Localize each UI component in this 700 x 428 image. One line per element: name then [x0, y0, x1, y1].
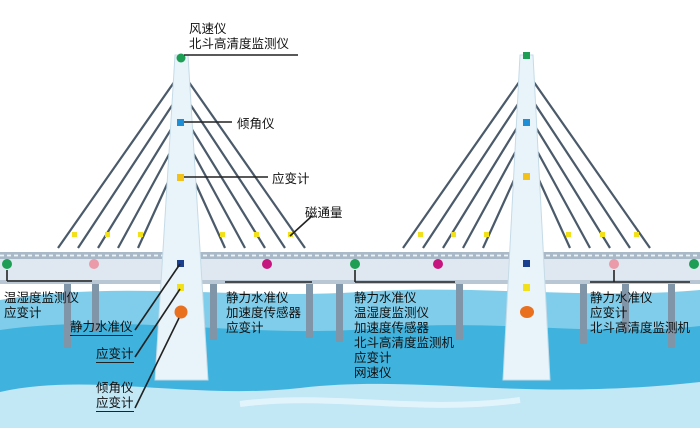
label-tilt: 倾角仪: [237, 116, 275, 131]
pier: [210, 282, 217, 340]
water-highlight-2: [239, 397, 521, 408]
wind-sensor-right: [523, 52, 530, 59]
strain-sensor-right-low: [523, 284, 530, 291]
water-highlight: [0, 382, 700, 428]
label-magnetic-flux: 磁通量: [305, 205, 343, 220]
piers: [64, 282, 675, 348]
label-mid-left: 静力水准仪 加速度传感器 应变计: [226, 290, 301, 335]
label-level: 静力水准仪: [226, 290, 289, 305]
level-sensor-left: [177, 260, 184, 267]
label-tower-top: 风速仪 北斗高清度监测仪: [189, 21, 289, 51]
label-mid-center: 静力水准仪 温湿度监测仪 加速度传感器 北斗高清度监测机 应变计 网速仪: [354, 290, 454, 380]
label-strain: 应变计: [354, 350, 392, 365]
pier: [580, 282, 587, 344]
label-beidou-machine: 北斗高清度监测机: [354, 335, 455, 350]
label-accelerometer: 加速度传感器: [226, 305, 302, 320]
label-tower-low-strain: 应变计: [96, 346, 134, 363]
label-level: 静力水准仪: [354, 290, 417, 305]
label-right-deck: 静力水准仪 应变计 北斗高清度监测机: [590, 290, 690, 335]
deck-sensor-pink: [609, 259, 619, 269]
strain-sensor-right: [523, 173, 530, 180]
deck-sensor-green: [689, 259, 699, 269]
flux-markers: [72, 232, 639, 237]
label-tower-low-level: 静力水准仪: [70, 319, 133, 336]
label-accelerometer: 加速度传感器: [354, 320, 430, 335]
tilt-sensor-right: [523, 119, 530, 126]
label-beidou-monitor: 北斗高清度监测仪: [189, 36, 290, 51]
pier: [622, 282, 629, 332]
leader-lines: [6, 54, 690, 409]
right-tower: [502, 54, 551, 381]
pier: [92, 282, 99, 332]
left-tower: [154, 54, 209, 381]
strain-sensor-left-low: [177, 284, 184, 291]
label-level: 静力水准仪: [590, 290, 653, 305]
deck-sensor-magenta: [262, 259, 272, 269]
cables-left: [57, 77, 306, 249]
label-temp-humidity: 温湿度监测仪: [354, 305, 430, 320]
pier: [306, 282, 313, 338]
label-tower-base: 倾角仪 应变计: [96, 380, 134, 412]
label-wind-sensor: 风速仪: [189, 21, 227, 36]
deck-body: [0, 258, 700, 282]
deck-underside: [0, 280, 700, 284]
label-strain: 应变计: [226, 320, 264, 335]
label-left-deck: 温湿度监测仪 应变计: [4, 290, 79, 320]
label-tilt-base: 倾角仪: [96, 380, 134, 395]
level-sensor-right: [523, 260, 530, 267]
deck-sensor-pink: [89, 259, 99, 269]
strain-sensor-left: [177, 174, 184, 181]
tilt-sensor-left-base: [174, 305, 188, 319]
deck-sensor-green: [2, 259, 12, 269]
deck-sensor-green: [350, 259, 360, 269]
pier: [64, 282, 71, 348]
label-strain-tower: 应变计: [272, 171, 310, 186]
pier: [668, 282, 675, 348]
label-temp-humidity: 温湿度监测仪: [4, 290, 80, 305]
pier: [336, 282, 343, 342]
label-beidou-machine: 北斗高清度监测机: [590, 320, 691, 335]
tilt-sensor-left: [177, 119, 184, 126]
cables-right: [402, 77, 651, 249]
label-strain: 应变计: [590, 305, 628, 320]
wind-sensor-left: [176, 53, 186, 63]
pier: [456, 282, 463, 340]
tilt-sensor-right-base: [520, 306, 534, 318]
label-strain-base: 应变计: [96, 395, 134, 412]
deck-sensor-magenta: [433, 259, 443, 269]
label-net-speed: 网速仪: [354, 365, 392, 380]
label-strain: 应变计: [4, 305, 42, 320]
